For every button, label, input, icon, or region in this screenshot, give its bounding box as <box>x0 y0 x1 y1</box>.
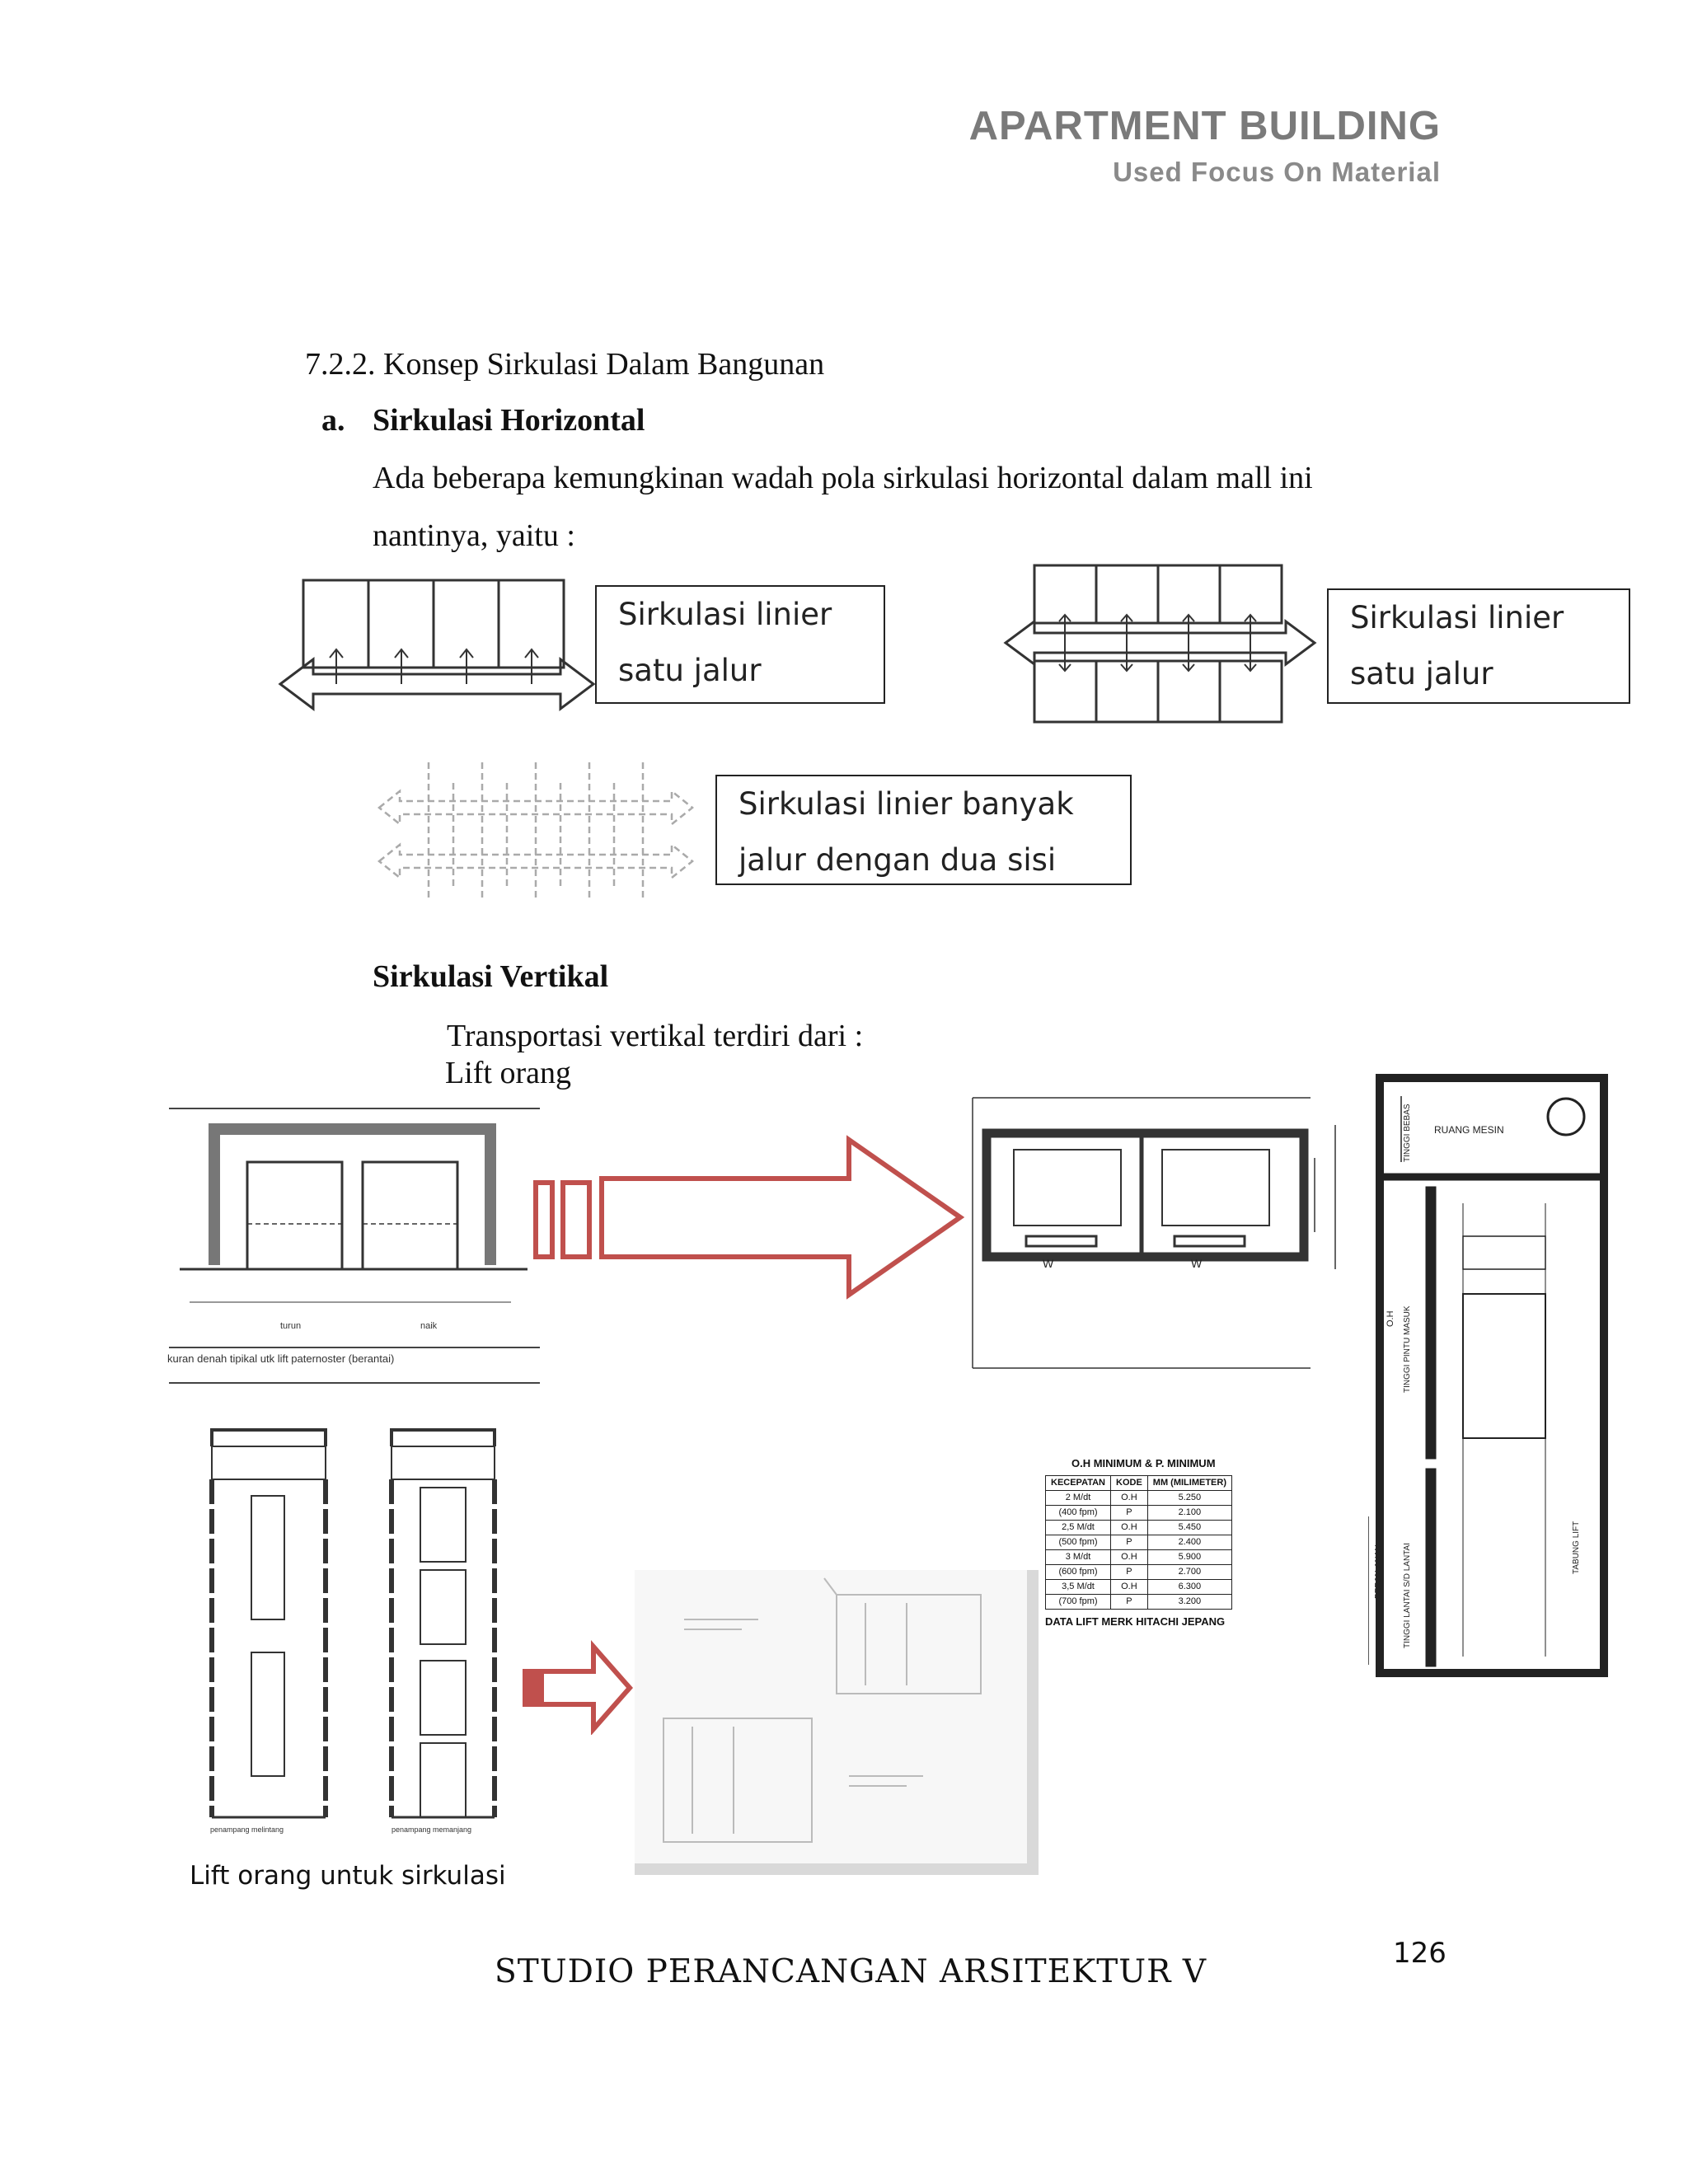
table-cell: 2 M/dt <box>1045 1490 1111 1506</box>
table-cell: 3,5 M/dt <box>1045 1579 1111 1595</box>
table-cell: P <box>1110 1505 1148 1521</box>
document-subtitle: Used Focus On Material <box>1113 157 1441 187</box>
elevator-interior-sketch <box>635 1570 1039 1875</box>
linear-double-side-diagram <box>1003 564 1317 724</box>
tabung-lift-label: TABUNG LIFT <box>1572 1521 1581 1574</box>
red-arrow-small <box>523 1640 633 1735</box>
svg-text:W: W <box>1191 1257 1203 1270</box>
paragraph-line-1: Ada beberapa kemungkinan wadah pola sirk… <box>373 461 1313 495</box>
vertical-line-2: Lift orang <box>445 1056 572 1090</box>
caption-box-2-line2: satu jalur <box>1350 656 1493 691</box>
table-cell: O.H <box>1110 1549 1148 1565</box>
table-cell: 3.200 <box>1146 1594 1232 1610</box>
table-cell: (400 fpm) <box>1045 1505 1111 1521</box>
turun-label: turun <box>280 1321 301 1331</box>
caption-box-1-line1: Sirkulasi linier <box>618 597 832 632</box>
table-cell: 5.250 <box>1146 1490 1232 1506</box>
caption-box-1: Sirkulasi linier satu jalur <box>595 585 885 704</box>
tinggi-lantai-label: TINGGI LANTAI S/D LANTAI <box>1403 1543 1412 1648</box>
sub-a-title: Sirkulasi Horizontal <box>373 403 645 438</box>
paternoster-plan-drawing: turun naik kuran denah tipikal utk lift … <box>167 1108 540 1384</box>
table-cell: (700 fpm) <box>1045 1594 1111 1610</box>
caption-box-3-line1: Sirkulasi linier banyak <box>738 786 1074 822</box>
table-cell: 2.700 <box>1146 1564 1232 1580</box>
vertical-line-1: Transportasi vertikal terdiri dari : <box>447 1019 864 1053</box>
caption-box-3: Sirkulasi linier banyak jalur dengan dua… <box>715 775 1132 885</box>
table-cell: O.H <box>1110 1520 1148 1535</box>
footer-studio: STUDIO PERANCANGAN ARSITEKTUR V <box>495 1953 1207 1990</box>
table-cell: 2,5 M/dt <box>1045 1520 1111 1535</box>
lift-table-footnote: DATA LIFT MERK HITACHI JEPANG <box>1045 1615 1226 1628</box>
table-header-mm: MM (MILIMETER) <box>1146 1475 1232 1491</box>
perjalanan-label: PERJALANAN <box>1374 1544 1383 1599</box>
table-cell: (500 fpm) <box>1045 1535 1111 1550</box>
table-cell: 3 M/dt <box>1045 1549 1111 1565</box>
caption-box-3-line2: jalur dengan dua sisi <box>738 842 1057 878</box>
table-cell: 5.450 <box>1146 1520 1232 1535</box>
caption-box-2: Sirkulasi linier satu jalur <box>1327 588 1630 704</box>
document-title: APARTMENT BUILDING <box>968 104 1441 148</box>
double-lift-plan-drawing: W W <box>972 1097 1336 1369</box>
table-cell: 5.900 <box>1146 1549 1232 1565</box>
paternoster-caption: kuran denah tipikal utk lift paternoster… <box>167 1352 394 1365</box>
naik-label: naik <box>420 1321 438 1331</box>
tinggi-pintu-label: TINGGI PINTU MASUK <box>1403 1305 1412 1393</box>
caption-box-1-line2: satu jalur <box>618 653 762 688</box>
lift-table-title: O.H MINIMUM & P. MINIMUM <box>1071 1457 1216 1469</box>
elevator-sections-drawing: penampang melintang penampang memanjang <box>209 1428 497 1834</box>
table-cell: 6.300 <box>1146 1579 1232 1595</box>
lift-section-drawing: RUANG MESIN TINGGI BEBAS TINGGI PINTU MA… <box>1368 1074 1608 1677</box>
penampang-memanjang-label: penampang memanjang <box>392 1825 471 1834</box>
sub-a-label: a. <box>321 403 345 438</box>
penampang-melintang-label: penampang melintang <box>210 1825 284 1834</box>
linear-single-side-diagram <box>278 579 596 711</box>
table-cell: O.H <box>1110 1490 1148 1506</box>
table-cell: 2.400 <box>1146 1535 1232 1550</box>
caption-box-2-line1: Sirkulasi linier <box>1350 600 1564 635</box>
lift-figure-caption: Lift orang untuk sirkulasi <box>190 1861 506 1891</box>
paragraph-line-2: nantinya, yaitu : <box>373 518 575 553</box>
table-cell: O.H <box>1110 1579 1148 1595</box>
red-arrow-large <box>533 1135 965 1300</box>
ruang-mesin-label: RUANG MESIN <box>1434 1124 1504 1136</box>
oh-label: O.H <box>1386 1310 1395 1327</box>
page-number: 126 <box>1393 1937 1447 1970</box>
table-cell: (600 fpm) <box>1045 1564 1111 1580</box>
table-cell: P <box>1110 1564 1148 1580</box>
section-heading: 7.2.2. Konsep Sirkulasi Dalam Bangunan <box>305 347 825 382</box>
table-header-kode: KODE <box>1110 1475 1148 1491</box>
table-cell: P <box>1110 1535 1148 1550</box>
tinggi-bebas-label: TINGGI BEBAS <box>1403 1104 1412 1162</box>
table-cell: P <box>1110 1594 1148 1610</box>
table-header-kecepatan: KECEPATAN <box>1045 1475 1111 1491</box>
linear-multi-path-diagram <box>377 762 695 898</box>
table-cell: 2.100 <box>1146 1505 1232 1521</box>
vertical-title: Sirkulasi Vertikal <box>373 959 609 994</box>
svg-text:W: W <box>1043 1257 1054 1270</box>
